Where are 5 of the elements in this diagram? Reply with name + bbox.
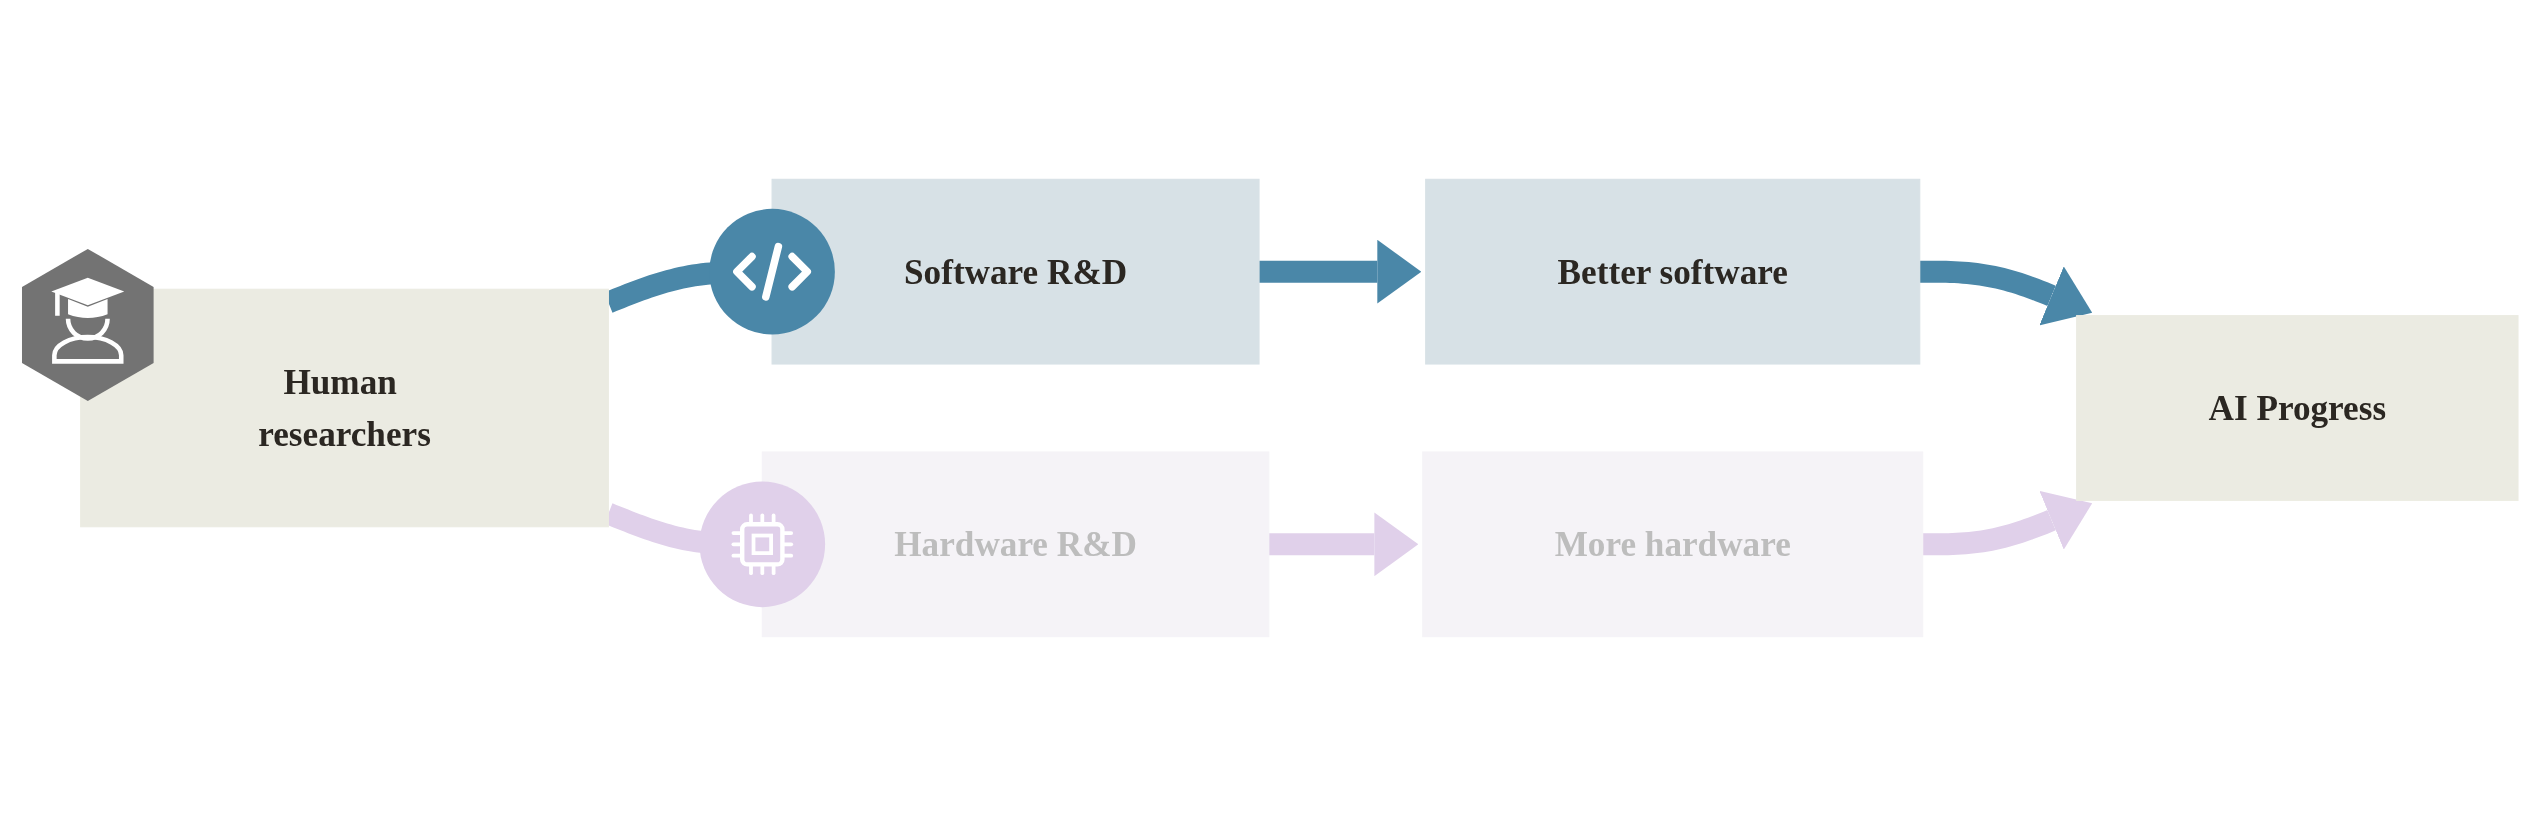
node-box: AI Progress — [2076, 315, 2519, 501]
node-box: Human researchers — [80, 288, 609, 528]
node-box: Better software — [1425, 178, 1921, 365]
node-box: Software R&D — [771, 178, 1260, 365]
node-box: More hardware — [1422, 451, 1924, 638]
